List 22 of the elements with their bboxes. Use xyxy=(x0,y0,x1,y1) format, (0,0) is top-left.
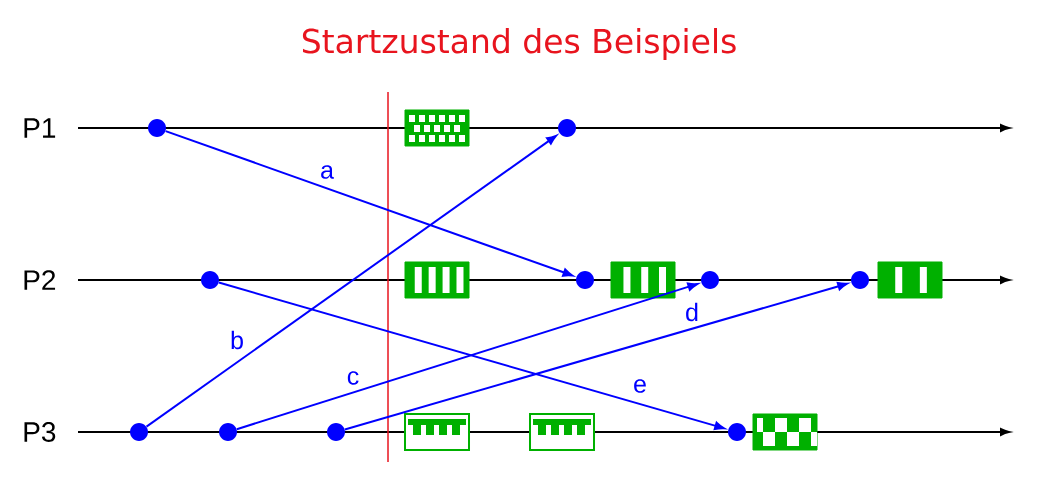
process-label: P3 xyxy=(24,422,56,442)
event-dot xyxy=(576,271,594,289)
event-dot xyxy=(728,423,746,441)
message-arrow xyxy=(145,134,557,428)
edge-label: d xyxy=(686,302,698,322)
event-dot xyxy=(201,271,219,289)
edge-label: e xyxy=(634,379,646,393)
message-arrow xyxy=(164,130,574,277)
event-dot xyxy=(558,119,576,137)
edge-label: a xyxy=(321,165,334,179)
edge-label: c xyxy=(347,371,359,385)
process-label: P1 xyxy=(24,118,56,138)
message-arrow xyxy=(343,282,848,431)
event-dot xyxy=(327,423,345,441)
event-dot xyxy=(851,271,869,289)
title: Startzustand des Beispiels xyxy=(302,28,736,60)
process-label: P2 xyxy=(24,270,56,290)
edge-label: b xyxy=(231,330,243,350)
event-dot xyxy=(130,423,148,441)
event-dot xyxy=(219,423,237,441)
event-dot xyxy=(701,271,719,289)
event-dot xyxy=(148,119,166,137)
